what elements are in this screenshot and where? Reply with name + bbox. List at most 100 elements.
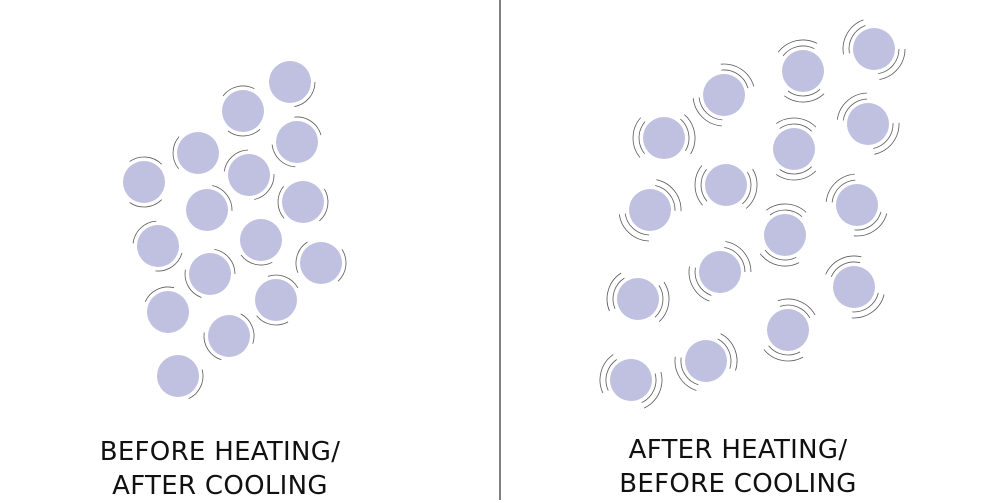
motion-arc — [784, 93, 825, 103]
motion-arc — [641, 373, 657, 404]
motion-arc — [700, 169, 708, 202]
right-particle — [599, 354, 663, 409]
motion-arc — [129, 199, 162, 208]
motion-arc — [155, 252, 183, 272]
motion-arc — [214, 249, 236, 275]
motion-arc — [836, 92, 867, 120]
motion-arc — [854, 211, 882, 231]
motion-arc — [830, 261, 861, 277]
motion-arc — [655, 185, 676, 211]
left-particle — [132, 220, 183, 272]
motion-arc — [222, 85, 255, 97]
motion-arc — [680, 118, 690, 152]
right-caption-line-1: AFTER HEATING/ — [628, 435, 848, 465]
motion-arc — [842, 19, 864, 55]
particle-circle — [836, 184, 878, 226]
motion-arc — [831, 179, 856, 203]
motion-arc — [721, 69, 749, 89]
motion-arc — [763, 349, 804, 362]
particle-circle — [847, 103, 889, 145]
right-caption-line-2: BEFORE COOLING — [619, 469, 857, 499]
motion-arc — [624, 213, 650, 236]
motion-arc — [271, 144, 296, 168]
left-caption-line-1: BEFORE HEATING/ — [99, 437, 341, 467]
motion-arc — [599, 354, 614, 394]
motion-arc — [658, 281, 670, 322]
left-particle — [222, 85, 264, 137]
motion-arc — [853, 213, 888, 237]
motion-arc — [717, 338, 732, 369]
motion-arc — [618, 214, 649, 242]
motion-arc — [825, 173, 855, 202]
motion-arc — [787, 89, 821, 97]
particle-circle — [208, 315, 250, 357]
particle-circle — [767, 309, 809, 351]
right-panel-caption: AFTER HEATING/ BEFORE COOLING — [538, 433, 938, 501]
motion-arc — [851, 294, 885, 319]
motion-arc — [256, 315, 289, 326]
motion-arc — [129, 156, 162, 165]
particle-circle — [643, 117, 685, 159]
motion-arc — [873, 123, 894, 149]
right-particle — [836, 92, 900, 155]
motion-arc — [694, 267, 712, 296]
particle-circle — [782, 50, 824, 92]
motion-arc — [742, 171, 752, 205]
motion-arc — [674, 356, 697, 391]
motion-arc — [775, 117, 817, 128]
motion-arc — [777, 39, 818, 53]
left-particle — [295, 241, 347, 284]
left-particle — [255, 274, 299, 326]
motion-arc — [769, 209, 803, 217]
particle-circle — [610, 359, 652, 401]
motion-arc — [294, 81, 316, 107]
right-particle — [688, 241, 752, 302]
motion-arc — [294, 116, 322, 136]
motion-arc — [694, 165, 703, 206]
motion-arc — [240, 313, 255, 344]
right-particle — [606, 272, 670, 322]
motion-arc — [132, 220, 157, 244]
particle-circle — [699, 251, 741, 293]
right-particle — [777, 39, 825, 103]
motion-arc — [720, 63, 755, 87]
particle-circle — [276, 121, 318, 163]
motion-arc — [295, 241, 308, 273]
particle-circle — [269, 61, 311, 103]
motion-arc — [638, 121, 646, 154]
particle-circle — [240, 219, 282, 261]
motion-arc — [684, 114, 696, 155]
motion-arc — [144, 286, 175, 302]
particle-circle — [177, 132, 219, 174]
motion-arc — [337, 249, 347, 282]
particle-circle — [222, 90, 264, 132]
motion-arc — [632, 117, 641, 158]
motion-arc — [680, 357, 699, 386]
right-particle — [618, 179, 682, 242]
motion-arc — [779, 166, 812, 175]
motion-arc — [746, 168, 758, 209]
motion-arc — [612, 277, 625, 309]
left-particle — [144, 286, 189, 333]
motion-arc — [874, 122, 900, 155]
motion-arc — [212, 185, 233, 211]
motion-arc — [842, 98, 868, 121]
particle-circle — [833, 266, 875, 308]
right-panel-particles — [599, 19, 906, 409]
motion-arc — [656, 179, 682, 212]
left-caption-line-2: AFTER COOLING — [112, 471, 328, 501]
right-particle — [759, 203, 807, 267]
motion-arc — [240, 254, 273, 266]
left-particle — [186, 185, 233, 231]
motion-arc — [766, 203, 807, 213]
motion-arc — [779, 123, 812, 132]
left-particle — [277, 181, 329, 223]
motion-arc — [777, 298, 816, 316]
particle-circle — [186, 189, 228, 231]
right-particle — [674, 333, 738, 391]
motion-arc — [720, 333, 738, 371]
particle-circle — [703, 74, 745, 116]
particle-circle — [157, 355, 199, 397]
right-particle — [773, 117, 817, 181]
